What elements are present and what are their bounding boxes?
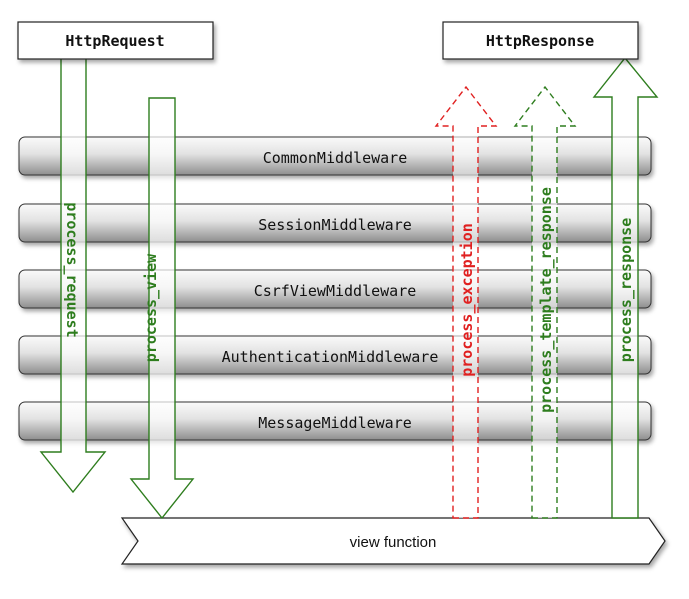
process-exception-arrow: process_exception: [434, 85, 498, 519]
process-response-label: process_response: [617, 218, 635, 363]
process-template-response-label: process_template_response: [537, 187, 555, 413]
process-response-arrow: process_response: [592, 56, 659, 519]
middleware-label: CommonMiddleware: [263, 149, 408, 167]
process-view-arrow: process_view: [129, 97, 195, 520]
http-request-label: HttpRequest: [65, 32, 164, 50]
middleware-label: MessageMiddleware: [258, 414, 412, 432]
middleware-bar-2: CsrfViewMiddleware: [18, 269, 652, 309]
view-function-shape: view function: [120, 517, 666, 565]
middleware-bar-0: CommonMiddleware: [18, 136, 652, 176]
process-template-response-arrow: process_template_response: [513, 85, 577, 519]
middleware-bar-4: MessageMiddleware: [18, 401, 652, 441]
process-request-arrow: process_request: [39, 54, 107, 494]
process-request-label: process_request: [63, 202, 81, 337]
http-response-label: HttpResponse: [486, 32, 594, 50]
middleware-label: CsrfViewMiddleware: [254, 282, 417, 300]
middleware-label: SessionMiddleware: [258, 216, 412, 234]
http-request-box: HttpRequest: [17, 21, 214, 60]
view-function-label: view function: [350, 534, 437, 551]
middleware-label: AuthenticationMiddleware: [222, 348, 439, 366]
http-response-box: HttpResponse: [442, 21, 639, 60]
process-exception-label: process_exception: [458, 223, 476, 377]
middleware-bar-1: SessionMiddleware: [18, 203, 652, 243]
process-view-label: process_view: [142, 253, 160, 362]
middleware-bar-3: AuthenticationMiddleware: [18, 335, 652, 375]
